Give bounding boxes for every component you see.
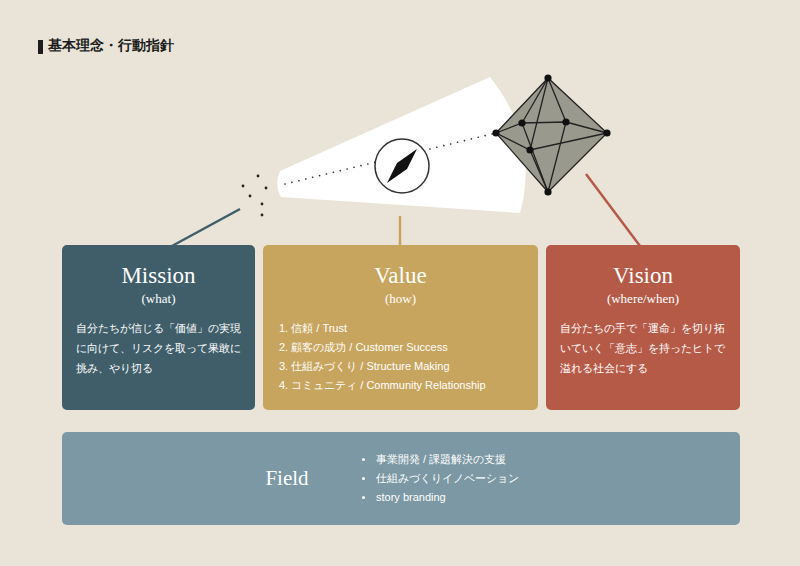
list-item: 3. 仕組みづくり / Structure Making [277, 357, 524, 376]
list-item: 4. コミュニティ / Community Relationship [277, 376, 524, 395]
bullet-dot [362, 477, 365, 480]
light-cone [277, 77, 525, 213]
leader-line [172, 209, 240, 246]
mission-card: Mission (what) 自分たちが信じる「価値」の実現に向けて、リスクを取って… [62, 245, 255, 410]
page-title: 基本理念・行動指針 [48, 37, 174, 55]
title-bar [38, 40, 43, 54]
card-heading: Value [277, 263, 524, 289]
card-body: 自分たちが信じる「価値」の実現に向けて、リスクを取って果敢に挑み、やり切る [76, 319, 241, 378]
card-subheading: (what) [76, 291, 241, 307]
list-text: story branding [376, 491, 446, 503]
list-text: 事業開発 / 課題解決の支援 [376, 453, 506, 465]
value-card: Value (how) 1. 信頼 / Trust2. 顧客の成功 / Custom… [263, 245, 538, 410]
field-list: 事業開発 / 課題解決の支援仕組みづくりイノベーション story brandin… [360, 450, 519, 507]
compass-needle [387, 149, 417, 183]
compass-ring [375, 139, 429, 193]
bullet-dot [362, 458, 365, 461]
leader-line [586, 174, 640, 246]
bullet-dot [362, 496, 365, 499]
list-item: 2. 顧客の成功 / Customer Success [277, 338, 524, 357]
field-item: 仕組みづくりイノベーション [360, 469, 519, 488]
field-band: Field 事業開発 / 課題解決の支援仕組みづくりイノベーション story br… [62, 432, 740, 525]
card-body: 自分たちの手で「運命」を切り拓いていく「意志」を持ったヒトで溢れる社会にする [560, 319, 726, 378]
vision-card: Vision (where/when) 自分たちの手で「運命」を切り拓いていく「意志… [546, 245, 740, 410]
band-heading: Field [222, 466, 352, 491]
list-text: 仕組みづくりイノベーション [376, 472, 519, 484]
card-subheading: (where/when) [560, 291, 726, 307]
field-item: 事業開発 / 課題解決の支援 [360, 450, 519, 469]
card-subheading: (how) [277, 291, 524, 307]
list-item: 1. 信頼 / Trust [277, 319, 524, 338]
field-item: story branding [360, 488, 519, 507]
leader-line [399, 216, 402, 246]
octahedron [492, 74, 610, 195]
card-heading: Mission [76, 263, 241, 289]
scatter-dots [242, 175, 268, 217]
card-heading: Vision [560, 263, 726, 289]
